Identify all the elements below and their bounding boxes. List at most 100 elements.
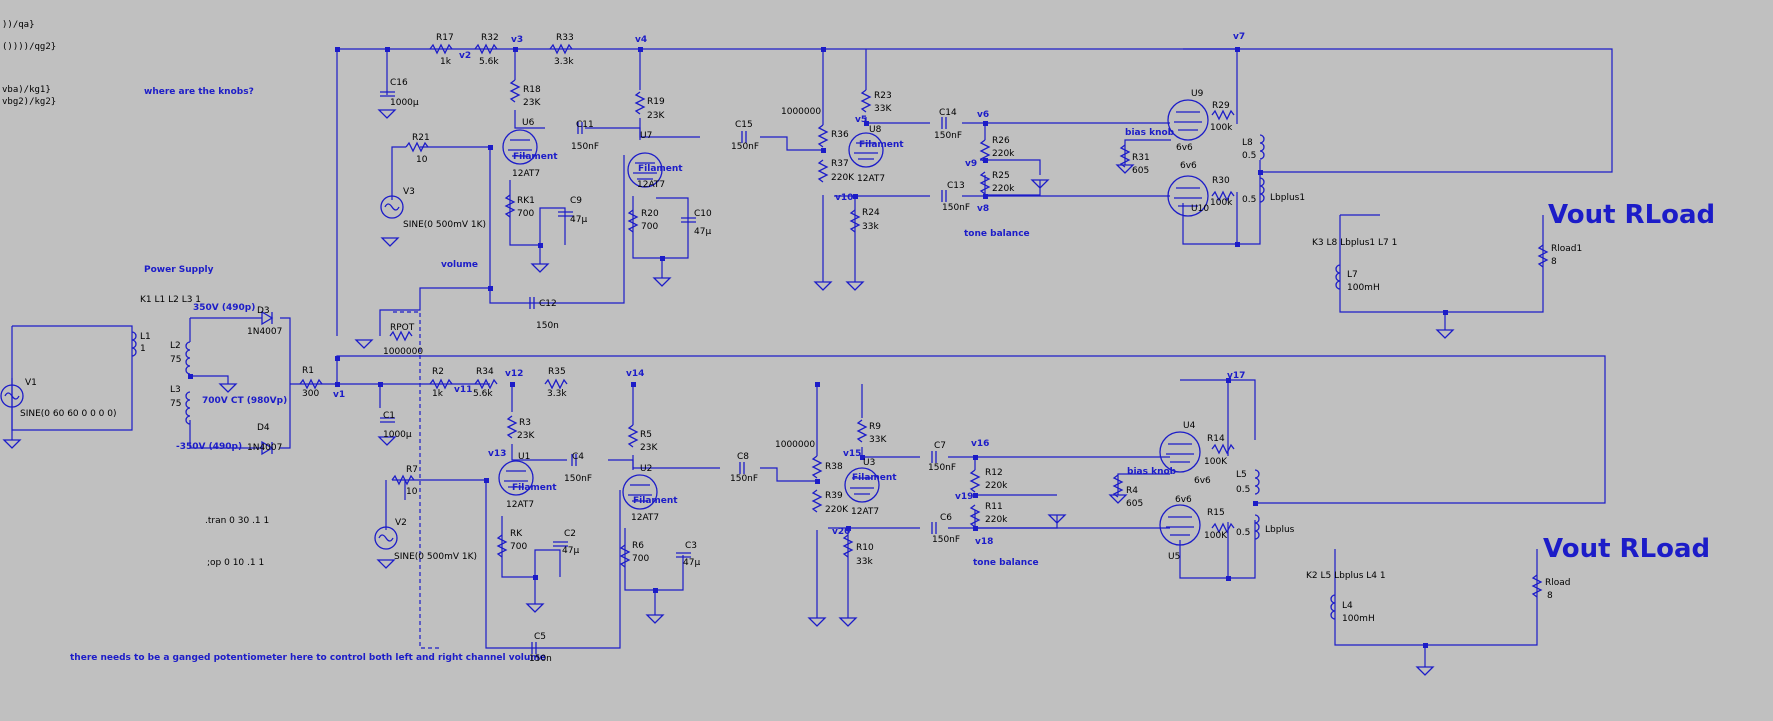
part-value: 10 — [416, 155, 428, 165]
part-name: V1 — [25, 378, 37, 388]
comment-tone-top: tone balance — [964, 229, 1030, 239]
part-value: 100k — [1210, 123, 1233, 133]
comment-knobs: where are the knobs? — [144, 87, 254, 97]
part-value: 33K — [874, 104, 892, 114]
part-note: Filament — [512, 483, 557, 493]
part-value: 1k — [440, 57, 452, 67]
part-name: U9 — [1191, 89, 1204, 99]
part-value: 0.5 — [1242, 151, 1256, 161]
net-label: v16 — [971, 439, 989, 449]
part-name: L4 — [1342, 601, 1353, 611]
part-note: Filament — [852, 473, 897, 483]
net-label: v4 — [635, 35, 647, 45]
part-value: 150nF — [932, 535, 960, 545]
part-name: R2 — [432, 367, 444, 377]
part-note: 700V CT (980Vp) — [202, 396, 287, 406]
part-name: C12 — [539, 299, 557, 309]
part-name: Rload — [1545, 578, 1571, 588]
part-name: Rload1 — [1551, 244, 1582, 254]
part-name: R19 — [647, 97, 665, 107]
net-label: v18 — [975, 537, 993, 547]
part-name: R32 — [481, 33, 499, 43]
part-value: 47µ — [683, 558, 700, 568]
part-value: 100K — [1204, 457, 1228, 467]
part-value: 220k — [985, 515, 1008, 525]
part-value: 8 — [1551, 257, 1557, 267]
part-name: R1 — [302, 366, 314, 376]
part-value: 75 — [170, 355, 181, 365]
diode-symbols — [261, 310, 274, 456]
part-name: C9 — [570, 196, 582, 206]
part-name: U2 — [640, 464, 652, 474]
part-name: R34 — [476, 367, 494, 377]
part-name: R15 — [1207, 508, 1225, 518]
net-label: v13 — [488, 449, 506, 459]
part-name: R12 — [985, 468, 1003, 478]
part-note: -350V (490p) — [176, 442, 242, 452]
capacitor-symbols — [380, 91, 947, 654]
ground-symbols — [2, 109, 1455, 676]
part-name: R21 — [412, 133, 430, 143]
part-value: 150nF — [928, 463, 956, 473]
part-value: 47µ — [570, 215, 587, 225]
part-name: R26 — [992, 136, 1010, 146]
part-value: 12AT7 — [857, 174, 885, 184]
part-name: L5 — [1236, 470, 1247, 480]
part-note: Filament — [859, 140, 904, 150]
part-name: R38 — [825, 462, 843, 472]
net-label: v8 — [977, 204, 989, 214]
part-name: U10 — [1191, 204, 1209, 214]
part-name: R23 — [874, 91, 892, 101]
part-value: 700 — [641, 222, 658, 232]
part-value: 700 — [632, 554, 649, 564]
part-name: R7 — [406, 465, 418, 475]
part-name: C15 — [735, 120, 753, 130]
part-value: 220k — [992, 184, 1015, 194]
part-value: 150nF — [731, 142, 759, 152]
directive-op: ;op 0 10 .1 1 — [207, 558, 264, 568]
net-label: v15 — [843, 449, 861, 459]
part-name: L2 — [170, 341, 181, 351]
part-value: 150nF — [934, 131, 962, 141]
comment-bias-top: bias knob — [1125, 128, 1175, 138]
part-value: 33k — [862, 222, 879, 232]
part-name: R20 — [641, 209, 659, 219]
part-name: C2 — [564, 529, 576, 539]
part-value: 150nF — [942, 203, 970, 213]
part-value: 75 — [170, 399, 181, 409]
label-vout-top: Vout RLoad — [1548, 200, 1715, 230]
part-value: 5.6k — [473, 389, 493, 399]
part-name: D4 — [257, 423, 270, 433]
part-name: C5 — [534, 632, 546, 642]
part-name: R33 — [556, 33, 574, 43]
part-name: C8 — [737, 452, 749, 462]
part-name: V2 — [395, 518, 407, 528]
part-value: 150nF — [571, 142, 599, 152]
part-name: R11 — [985, 502, 1003, 512]
net-label: v12 — [505, 369, 523, 379]
part-name: U4 — [1183, 421, 1196, 431]
part-name: L1 — [140, 332, 151, 342]
part-name: R36 — [831, 130, 849, 140]
part-name: R39 — [825, 491, 843, 501]
part-note: Filament — [513, 152, 558, 162]
part-value: 23K — [647, 111, 665, 121]
comment-volume: volume — [441, 260, 478, 270]
part-name: RK1 — [517, 196, 535, 206]
part-value: 23K — [523, 98, 541, 108]
part-value: 300 — [302, 389, 319, 399]
part-value: 700 — [517, 209, 534, 219]
part-value: 605 — [1126, 499, 1143, 509]
part-name: R17 — [436, 33, 454, 43]
part-value: 0.5 — [1236, 528, 1250, 538]
part-value: 1000µ — [390, 98, 419, 108]
part-note: 350V (490p) — [193, 303, 255, 313]
part-name: U8 — [869, 125, 882, 135]
part-value: 220k — [985, 481, 1008, 491]
part-value: 150nF — [564, 474, 592, 484]
comment-bias-bottom: bias knob — [1127, 467, 1177, 477]
directive-tran: .tran 0 30 .1 1 — [205, 516, 269, 526]
part-name: Lbplus — [1265, 525, 1295, 535]
part-value: 700 — [510, 542, 527, 552]
